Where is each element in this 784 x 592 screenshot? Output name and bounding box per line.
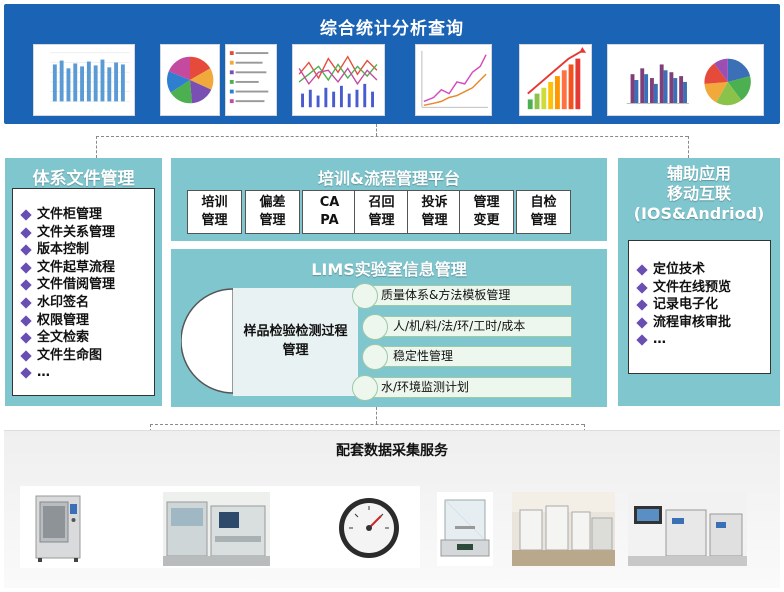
growth-chart-thumbnail[interactable]: [519, 44, 592, 116]
diamond-bullet-icon: [20, 209, 32, 221]
connector-line: [150, 424, 584, 425]
lims-title: LIMS实验室信息管理: [311, 260, 467, 279]
diamond-bullet-icon: [20, 314, 32, 327]
lab-workstation-image[interactable]: [163, 492, 270, 566]
diamond-bullet-icon: [20, 297, 32, 309]
module-training[interactable]: 培训 管理: [187, 190, 242, 234]
diamond-bullet-icon: [20, 226, 32, 239]
mobile-features-box: 定位技术 文件在线预览 记录电子化 流程审核审批 …: [628, 240, 771, 374]
circle-bullet-icon: [352, 283, 378, 309]
dashboard-thumbnail[interactable]: [607, 44, 764, 116]
data-collection-title: 配套数据采集服务: [336, 443, 448, 459]
lims-core-label[interactable]: 样品检验检测过程管理: [243, 324, 348, 358]
list-item[interactable]: 记录电子化: [635, 296, 770, 314]
module-self-inspection[interactable]: 自检 管理: [516, 190, 571, 234]
diamond-bullet-icon: [636, 264, 648, 276]
module-deviation[interactable]: 偏差 管理: [245, 190, 300, 234]
module-complaint[interactable]: 投诉 管理: [407, 190, 462, 234]
lims-item-monitoring[interactable]: 水/环境监测计划: [366, 377, 572, 398]
diamond-bullet-icon: [20, 262, 32, 274]
diamond-bullet-icon: [636, 334, 648, 347]
list-item[interactable]: …: [635, 331, 770, 349]
diamond-bullet-icon: [20, 367, 32, 380]
list-item[interactable]: …: [19, 364, 154, 382]
training-process-title: 培训&流程管理平台: [318, 169, 460, 188]
diamond-bullet-icon: [636, 281, 648, 294]
lims-core-box: [233, 288, 358, 396]
gas-chromatograph-image[interactable]: [628, 492, 747, 566]
document-feature-list: 文件柜管理 文件关系管理 版本控制 文件起草流程 文件借阅管理 水印签名 权限管…: [19, 206, 154, 382]
legend-thumbnail[interactable]: [225, 44, 277, 116]
diamond-bullet-icon: [636, 317, 648, 329]
circle-bullet-icon: [362, 314, 388, 340]
list-item[interactable]: 文件柜管理: [19, 206, 154, 224]
connector-line: [688, 136, 689, 158]
list-item[interactable]: 权限管理: [19, 312, 154, 330]
module-change[interactable]: 管理 变更: [459, 190, 514, 234]
list-item[interactable]: 版本控制: [19, 241, 154, 259]
document-features-box: 文件柜管理 文件关系管理 版本控制 文件起草流程 文件借阅管理 水印签名 权限管…: [12, 188, 155, 396]
lims-item-quality-template[interactable]: 质量体系&方法模板管理: [366, 285, 572, 306]
top-banner: 综合统计分析查询: [4, 4, 780, 124]
list-item[interactable]: 文件借阅管理: [19, 276, 154, 294]
connector-line: [96, 136, 688, 137]
mobile-app-panel: 辅助应用 移动互联 (IOS&Andriod) 定位技术 文件在线预览 记录电子…: [618, 158, 780, 406]
list-item[interactable]: 文件起草流程: [19, 259, 154, 277]
list-item[interactable]: 定位技术: [635, 261, 770, 279]
mobile-feature-list: 定位技术 文件在线预览 记录电子化 流程审核审批 …: [635, 261, 770, 349]
document-management-panel: 体系文件管理 文件柜管理 文件关系管理 版本控制 文件起草流程 文件借阅管理 水…: [5, 158, 162, 406]
bar-chart-thumbnail[interactable]: [33, 44, 135, 116]
pressure-gauge-image[interactable]: [333, 492, 405, 566]
pie-chart-thumbnail[interactable]: [160, 44, 220, 116]
analytical-balance-image[interactable]: [437, 492, 493, 566]
circle-bullet-icon: [352, 375, 378, 401]
lims-item-stability[interactable]: 稳定性管理: [376, 346, 572, 367]
line-chart-thumbnail[interactable]: [415, 44, 492, 116]
list-item[interactable]: 文件在线预览: [635, 279, 770, 297]
diamond-bullet-icon: [20, 244, 32, 256]
diamond-bullet-icon: [20, 279, 32, 292]
list-item[interactable]: 流程审核审批: [635, 314, 770, 332]
diamond-bullet-icon: [20, 332, 32, 344]
document-management-title: 体系文件管理: [32, 169, 135, 189]
diamond-bullet-icon: [636, 299, 648, 311]
hplc-instrument-image[interactable]: [512, 492, 615, 566]
lims-item-resources[interactable]: 人/机/料/法/环/工时/成本: [376, 316, 572, 337]
combo-chart-thumbnail[interactable]: [292, 44, 385, 116]
mobile-app-title: 辅助应用 移动互联 (IOS&Andriod): [633, 164, 765, 223]
connector-line: [376, 124, 377, 136]
top-title: 综合统计分析查询: [320, 19, 464, 39]
diamond-bullet-icon: [20, 350, 32, 362]
list-item[interactable]: 水印签名: [19, 294, 154, 312]
list-item[interactable]: 文件生命图: [19, 347, 154, 365]
list-item[interactable]: 全文检索: [19, 329, 154, 347]
connector-line: [96, 136, 97, 158]
circle-bullet-icon: [362, 344, 388, 370]
connector-line: [376, 407, 377, 424]
module-recall[interactable]: 召回 管理: [354, 190, 409, 234]
list-item[interactable]: 文件关系管理: [19, 224, 154, 242]
module-capa[interactable]: CA PA: [302, 190, 357, 234]
environmental-chamber-image[interactable]: [26, 492, 90, 566]
